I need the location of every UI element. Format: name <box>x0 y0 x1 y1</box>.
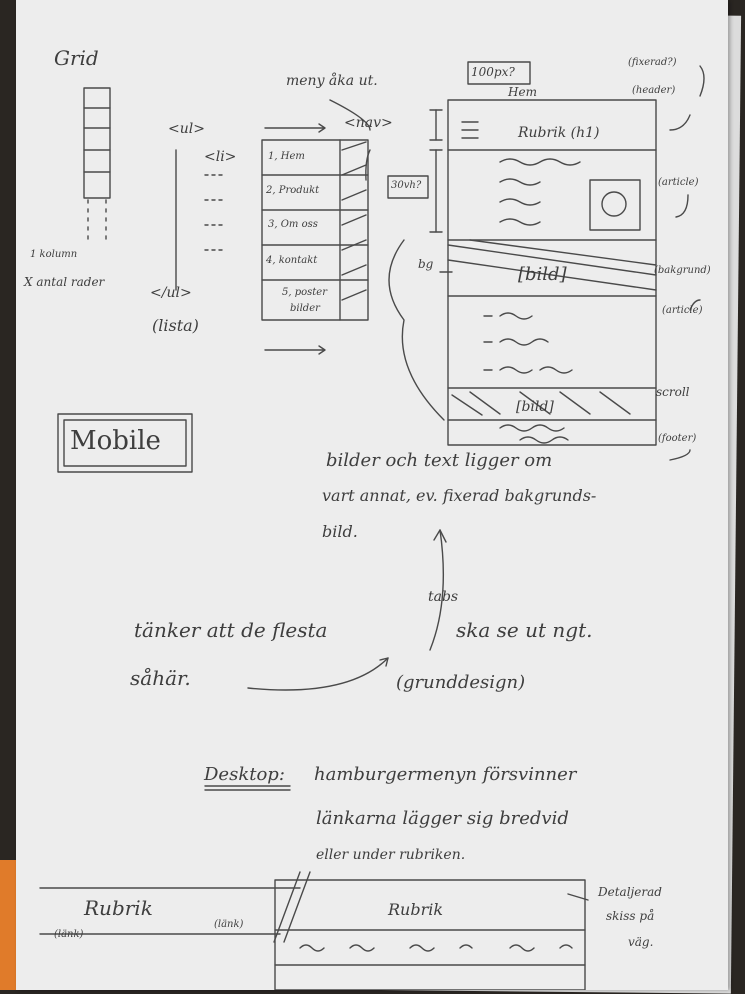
desktop-line-3: eller under rubriken. <box>316 847 466 863</box>
grid-note-2: X antal rader <box>24 275 105 289</box>
detalj-line-1: Detaljerad <box>598 885 662 899</box>
nav-tag: <nav> <box>344 115 393 131</box>
desktop-lank-1: (länk) <box>54 929 84 940</box>
grid-title: Grid <box>54 46 99 70</box>
detalj-line-3: väg. <box>628 935 654 949</box>
list-item-6: bilder <box>290 303 320 314</box>
bg-note: bg <box>418 257 434 271</box>
mobile-bild-2: [bild] <box>516 399 554 415</box>
li-tag: <li> <box>204 149 237 165</box>
lista-label: (lista) <box>152 316 199 335</box>
note1-line-2: vart annat, ev. fixerad bakgrunds- <box>322 486 597 505</box>
annot-fixerad: (fixerad?) <box>628 57 677 68</box>
mobile-rubrik: Rubrik (h1) <box>518 125 600 141</box>
note1-line-3: bild. <box>322 522 358 541</box>
annot-article-2: (article) <box>662 305 703 316</box>
list-item-1: 1, Hem <box>268 151 305 162</box>
ul-close-tag: </ul> <box>150 285 192 301</box>
desktop-rubrik-left: Rubrik <box>84 896 153 920</box>
desktop-line-2: länkarna lägger sig bredvid <box>316 808 569 829</box>
list-item-5: 5, poster <box>282 287 327 298</box>
meny-note: meny åka ut. <box>286 73 378 89</box>
note2-line-2: såhär. <box>130 666 191 690</box>
grid-column-drawing <box>83 87 111 241</box>
orange-background-strip <box>0 860 16 990</box>
list-item-4: 4, kontakt <box>266 255 318 266</box>
annot-article: (article) <box>658 177 699 188</box>
detalj-line-2: skiss på <box>606 909 655 923</box>
grid-note-1: 1 kolumn <box>30 249 78 260</box>
paper-sheet <box>16 0 728 990</box>
annot-header: (header) <box>632 85 676 96</box>
px100-note: 100px? <box>471 65 515 79</box>
note1-line-1: bilder och text ligger om <box>326 450 553 471</box>
list-item-2: 2, Produkt <box>266 185 320 196</box>
desktop-line-1: hamburgermenyn försvinner <box>314 764 577 785</box>
desktop-lank-2: (länk) <box>214 919 244 930</box>
note2-line-1a: tänker att de flesta <box>134 618 328 642</box>
nav-list-box <box>261 123 369 355</box>
annot-bakgrund: (bakgrund) <box>654 265 711 276</box>
tabs-note: tabs <box>428 589 459 605</box>
hem-note: Hem <box>508 85 537 99</box>
mobile-label: Mobile <box>70 426 161 456</box>
list-item-3: 3, Om oss <box>268 219 318 230</box>
px30-note: 30vh? <box>391 180 422 191</box>
note2-line-1b: ska se ut ngt. <box>456 618 593 642</box>
ul-open-tag: <ul> <box>168 121 205 137</box>
annot-footer: (footer) <box>658 433 697 444</box>
desktop-label: Desktop: <box>204 764 285 785</box>
desktop-rubrik-right: Rubrik <box>388 900 444 919</box>
annot-scroll: scroll <box>656 385 690 399</box>
note2-grunddesign: (grunddesign) <box>396 672 526 693</box>
mobile-bild-1: [bild] <box>518 264 567 285</box>
